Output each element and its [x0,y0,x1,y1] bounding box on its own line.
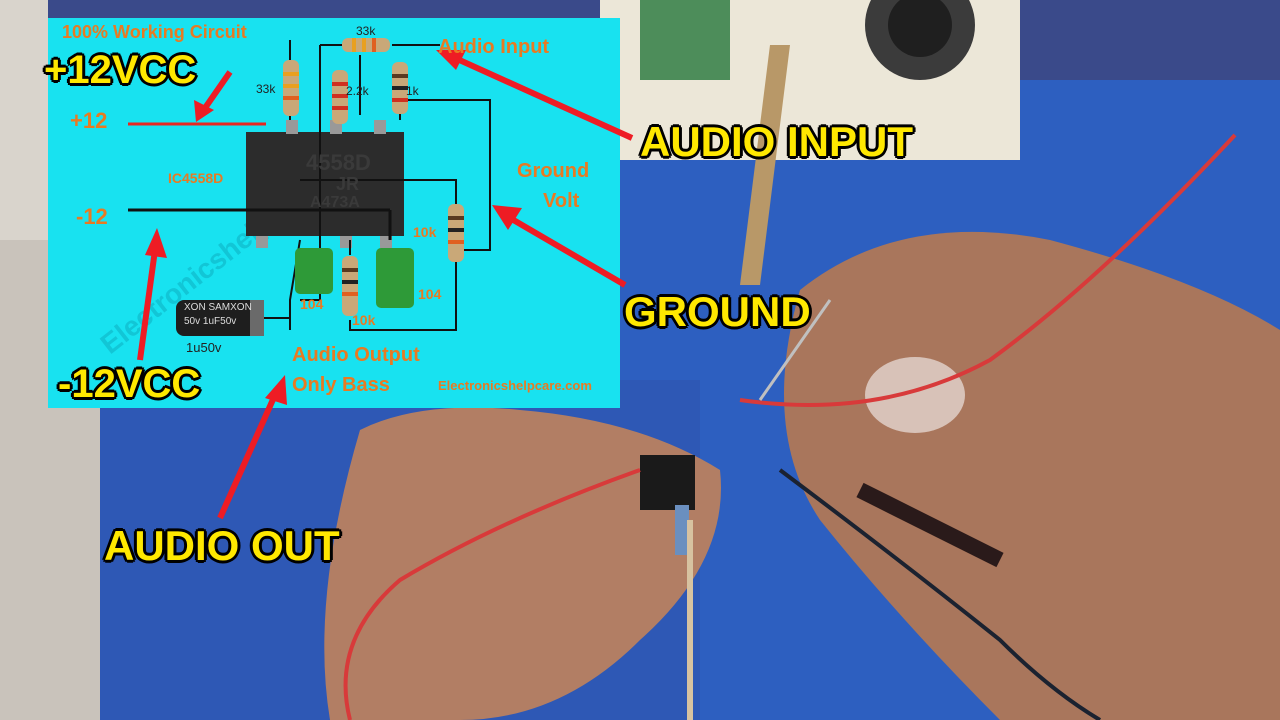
arrow-ground [492,205,627,288]
callout-plus-12vcc: +12VCC [44,48,197,92]
capacitor-104-left [295,248,333,294]
label-cap-104-left: 104 [300,296,324,312]
callout-minus-12vcc: -12VCC [58,362,201,406]
label-cap-elec: 1u50v [186,340,222,355]
label-cap-elec-brand: XON SAMXON [184,302,252,313]
label-ground: Ground [517,160,590,182]
label-r-2k2: 2.2k [346,84,369,98]
label-cap-104-right: 104 [418,286,442,302]
schematic-title: 100% Working Circuit [62,22,247,42]
resistor-33k-left [283,60,299,116]
electrolytic-capacitor [176,300,290,336]
label-ic4558d: IC4558D [168,170,224,186]
resistor-1k [392,62,408,114]
arrow-audio-out [217,375,287,520]
callout-audio-input: AUDIO INPUT [640,118,913,165]
label-r-33k-left: 33k [256,82,276,96]
label-volt: Volt [543,190,580,212]
callout-audio-out: AUDIO OUT [104,522,340,569]
callout-ground: GROUND [624,288,811,335]
resistor-33k-top [342,38,390,52]
arrow-plus12 [194,70,233,122]
ic-marking-3: A473A [310,194,360,211]
label-r-10k-bottom: 10k [352,312,376,328]
ic-4558-chip [246,120,404,248]
ic-marking-1: 4558D [306,150,371,175]
label-audio-output: Audio Output [292,344,420,366]
label-only-bass: Only Bass [292,374,390,396]
label-r-33k-top: 33k [356,24,376,38]
resistor-10k-right [448,204,464,262]
label-plus12: +12 [70,108,108,133]
label-minus12: -12 [76,204,108,229]
ic-marking-2: JR [336,174,360,194]
label-audio-input: Audio Input [438,36,550,58]
capacitor-104-right [376,248,414,308]
resistor-2k2 [332,70,348,124]
arrow-audio-input [436,50,634,141]
label-r-10k-right: 10k [413,224,437,240]
label-r-1k: 1k [406,84,419,98]
arrow-minus12 [137,228,167,361]
label-website: Electronicshelpcare.com [438,378,592,393]
label-cap-elec-rating: 50v 1uF50v [184,316,237,327]
resistor-10k-bottom [342,256,358,316]
